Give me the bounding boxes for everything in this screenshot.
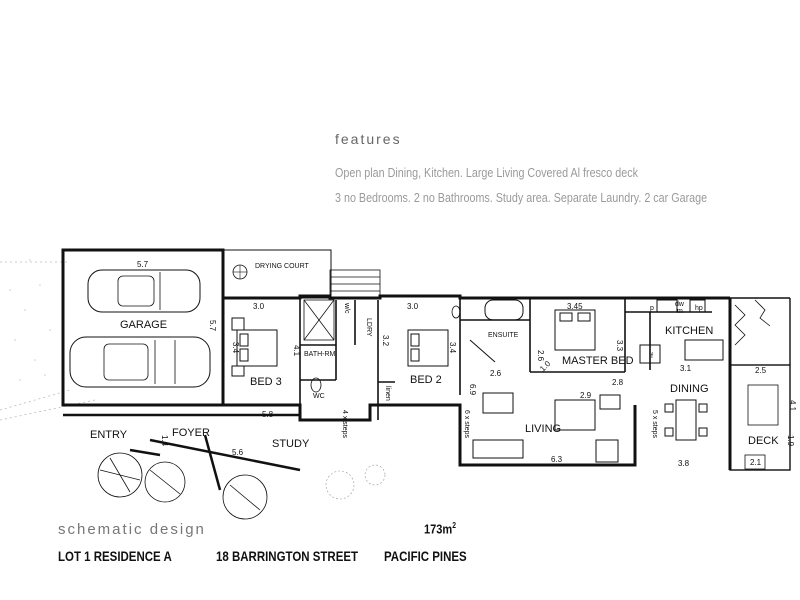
kitchen-width: 3.1 bbox=[680, 364, 692, 373]
suburb-label: PACIFIC PINES bbox=[384, 548, 467, 564]
wic-label: w/c bbox=[343, 302, 350, 314]
kitchen-label: KITCHEN bbox=[665, 325, 713, 337]
bed-3-furniture bbox=[231, 317, 278, 377]
features-line-1: Open plan Dining, Kitchen. Large Living … bbox=[335, 166, 638, 180]
living-extra: 2.8 bbox=[612, 378, 624, 387]
living-width-3: 6.3 bbox=[551, 455, 563, 464]
deck bbox=[729, 297, 791, 471]
schematic-design-label: schematic design bbox=[58, 521, 206, 538]
living-label: LIVING bbox=[525, 423, 561, 435]
deck-depth-2: 1.9 bbox=[786, 435, 795, 447]
bed3-width: 3.0 bbox=[253, 302, 265, 311]
garage-width: 5.7 bbox=[137, 260, 149, 269]
bath-depth: 4.1 bbox=[292, 345, 301, 357]
garage-label: GARAGE bbox=[120, 319, 167, 331]
steps-living-label: 6 x steps bbox=[463, 410, 470, 439]
living-furniture bbox=[472, 392, 621, 463]
ldry-depth: 3.2 bbox=[381, 335, 390, 347]
shrubs bbox=[325, 464, 386, 500]
entry-walls bbox=[63, 413, 301, 491]
ensuite-depth: 3.3 bbox=[615, 340, 624, 352]
floor-area: 173m2 bbox=[424, 521, 456, 536]
living-depth: 6.9 bbox=[468, 384, 477, 396]
linen-label: linen bbox=[384, 386, 391, 401]
ldry-label: LDRY bbox=[365, 318, 372, 337]
dining-table bbox=[664, 399, 708, 441]
site-boundary bbox=[0, 261, 96, 421]
deck-label: DECK bbox=[748, 435, 779, 447]
drying-court-label: DRYING COURT bbox=[255, 263, 310, 270]
study-label: STUDY bbox=[272, 438, 310, 450]
bed3-depth: 3.4 bbox=[231, 342, 240, 354]
foyer-label: FOYER bbox=[172, 427, 210, 439]
floor-area-value: 173m bbox=[424, 521, 453, 537]
kitchen-p-label: p bbox=[650, 305, 654, 312]
master-depth: 2.6 bbox=[536, 350, 545, 362]
master-width: 3.45 bbox=[567, 302, 583, 311]
dining-label: DINING bbox=[670, 383, 709, 395]
steps-main-label: 4 x steps bbox=[341, 410, 348, 439]
kitchen-hp-label: hp bbox=[695, 305, 703, 312]
bed-2-furniture bbox=[407, 329, 449, 367]
features-title: features bbox=[335, 131, 402, 147]
ensuite-label: ENSUITE bbox=[488, 332, 519, 339]
wc-label: WC bbox=[313, 393, 325, 400]
steps-dining-label: 5 x steps bbox=[651, 410, 658, 439]
foyer-depth: 1.4 bbox=[160, 435, 169, 447]
garage-depth: 5.7 bbox=[208, 320, 217, 332]
bed2-width: 3.0 bbox=[407, 302, 419, 311]
hall-width: 5.8 bbox=[262, 410, 274, 419]
deck-width-2: 2.1 bbox=[750, 458, 762, 467]
living-width-2: 2.9 bbox=[580, 391, 592, 400]
dining-width: 3.8 bbox=[678, 459, 690, 468]
deck-depth: 4.1 bbox=[788, 400, 797, 412]
site-dots bbox=[9, 259, 51, 381]
kitchen-dw-label: dw bbox=[675, 301, 685, 308]
living-width-1: 2.6 bbox=[490, 369, 502, 378]
trees bbox=[97, 452, 268, 520]
kitchen-f-label: f bbox=[651, 353, 653, 360]
ensuite-bath bbox=[469, 299, 524, 363]
features-line-2: 3 no Bedrooms. 2 no Bathrooms. Study are… bbox=[335, 191, 708, 205]
kitchen-fixtures bbox=[639, 299, 724, 364]
lot-label: LOT 1 RESIDENCE A bbox=[58, 548, 172, 564]
bed3-label: BED 3 bbox=[250, 376, 282, 388]
entry-label: ENTRY bbox=[90, 429, 128, 441]
bathroom-fixtures bbox=[303, 299, 461, 393]
address-label: 18 BARRINGTON STREET bbox=[216, 548, 359, 564]
bed2-depth: 3.4 bbox=[448, 342, 457, 354]
bathrm-label: BATH-RM bbox=[304, 351, 336, 358]
master-bed-furniture bbox=[554, 309, 596, 351]
deck-width-1: 2.5 bbox=[755, 366, 767, 375]
drying-court bbox=[222, 249, 332, 299]
bed2-label: BED 2 bbox=[410, 374, 442, 386]
kitchen-m-label: m bbox=[677, 308, 683, 315]
stairs-rear bbox=[329, 269, 381, 299]
study-width: 5.6 bbox=[232, 448, 244, 457]
master-bed-label: MASTER BED bbox=[562, 355, 634, 367]
floor-area-unit: 2 bbox=[452, 521, 457, 530]
